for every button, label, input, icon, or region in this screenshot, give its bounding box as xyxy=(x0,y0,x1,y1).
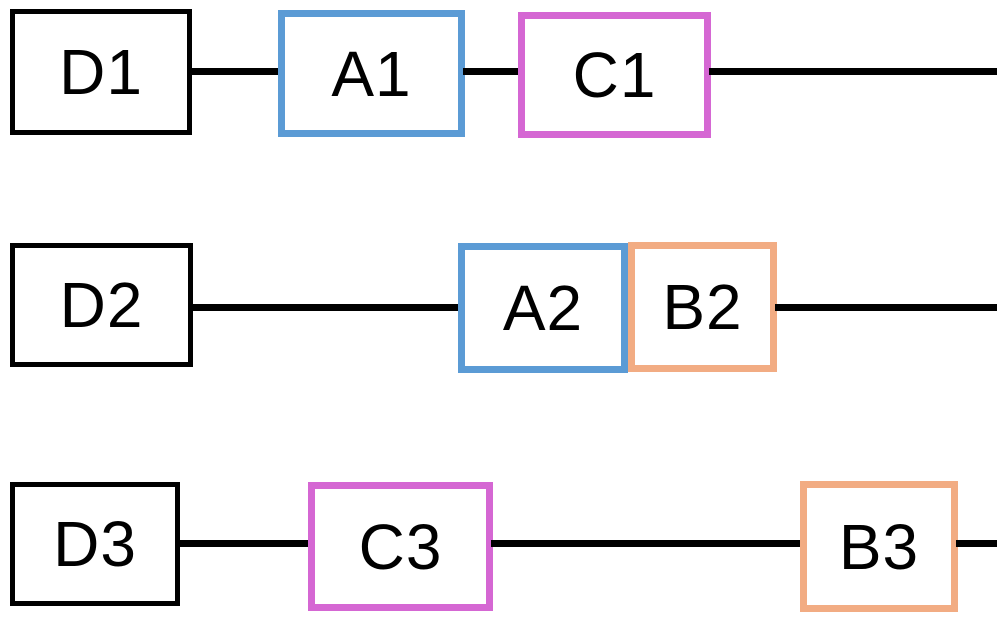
box-d3: D3 xyxy=(10,482,180,606)
box-b2: B2 xyxy=(628,242,777,372)
box-d2: D2 xyxy=(10,243,193,367)
connector-line xyxy=(775,304,997,311)
box-a1: A1 xyxy=(278,10,465,137)
connector-line xyxy=(190,68,282,75)
connector-line xyxy=(491,540,803,547)
connector-line xyxy=(191,304,461,311)
box-a2: A2 xyxy=(458,243,628,373)
box-c3: C3 xyxy=(308,482,493,611)
box-c1: C1 xyxy=(518,12,711,138)
connector-line xyxy=(709,68,997,75)
connector-line xyxy=(178,540,311,547)
box-b3: B3 xyxy=(800,481,958,612)
connector-line xyxy=(956,540,997,547)
box-d1: D1 xyxy=(10,9,192,135)
connector-line xyxy=(463,68,521,75)
